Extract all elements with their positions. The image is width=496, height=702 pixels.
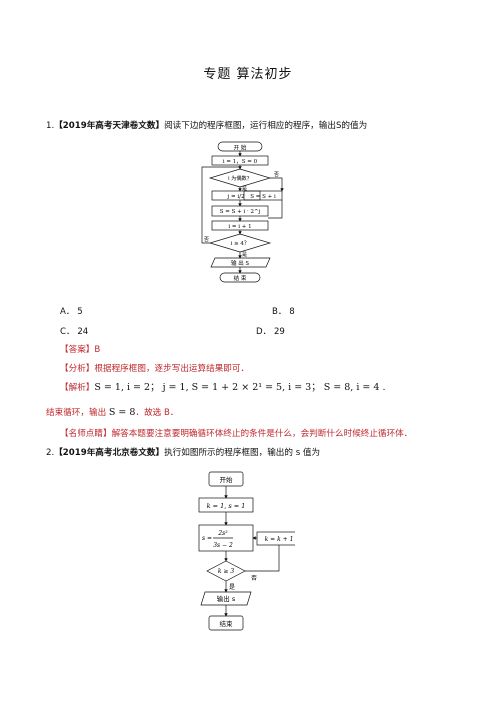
fc2-frac-den: 3s − 2 <box>213 542 233 549</box>
question-2-header: 2.【2019年高考北京卷文数】执行如图所示的程序框图，输出的 s 值为 <box>46 447 320 459</box>
question-1-header: 1.【2019年高考天津卷文数】阅读下边的程序框图，运行相应的程序，输出S的值为 <box>46 120 367 132</box>
fc1-cond1-text: i 为偶数？ <box>228 174 252 182</box>
fc2-cond-text: k ≥ 3 <box>218 568 234 575</box>
fc1-yes1-label: 是 <box>242 186 247 192</box>
fc1-cond2-text: i ≥ 4？ <box>231 240 250 247</box>
comment-text: 解答本题要注意要明确循环体终止的条件是什么，会判断什么时候终止循环体． <box>111 429 413 439</box>
solution-line: 【解析】S = 1, i = 2； j = 1, S = 1 + 2 × 2¹ … <box>60 382 385 394</box>
page-title: 专题 算法初步 <box>203 67 293 82</box>
fc1-init-text: i = 1，S = 0 <box>223 159 258 165</box>
question-2-text: 执行如图所示的程序框图，输出的 s 值为 <box>164 448 321 458</box>
fc1-output-text: 输 出 S <box>231 259 249 267</box>
fc2-output-box <box>200 591 252 606</box>
option-d: D． 29 <box>256 327 285 337</box>
option-b: B． 8 <box>272 307 295 317</box>
fc2-yes-label: 是 <box>229 584 235 591</box>
analysis-line: 【分析】根据程序框图，逐步写出运算结果即可． <box>60 363 249 375</box>
conclusion-line: 结束循环，输出 S = 8．故选 B． <box>46 407 178 419</box>
question-2-source: 【2019年高考北京卷文数】 <box>54 448 165 458</box>
fc1-yes2-label: 是 <box>242 252 247 258</box>
comment-line: 【名师点睛】解答本题要注意要明确循环体终止的条件是什么，会判断什么时候终止循环体… <box>60 428 412 440</box>
question-1-source: 【2019年高考天津卷文数】 <box>54 121 165 131</box>
fc1-start-text: 开 始 <box>234 144 247 152</box>
fc2-output-text: 输出 s <box>217 594 236 603</box>
flowchart-2: 开始 k = 1, s = 1 s = 2s² 3s − 2 k = k + 1… <box>198 471 295 631</box>
solution-tag: 【解析】 <box>60 383 95 393</box>
fc2-start-text: 开始 <box>220 475 234 484</box>
fc2-k-text: k = k + 1 <box>265 536 294 543</box>
fc1-inc-text: i = i + 1 <box>228 224 251 230</box>
analysis-text: 根据程序框图，逐步写出运算结果即可． <box>94 364 250 374</box>
fc1-s-even-text: S = S + i · 2^j <box>220 208 261 215</box>
fc2-frac-num: 2s² <box>217 530 228 537</box>
fc1-end-text: 结 束 <box>234 274 247 282</box>
fc2-s-label: s = <box>202 535 212 542</box>
conclusion-b: ．故选 B． <box>135 408 179 418</box>
answer-tag: 【答案】 <box>60 345 95 355</box>
fc2-end-text: 结束 <box>220 619 234 628</box>
fc2-no-label: 否 <box>251 575 257 582</box>
answer-line: 【答案】B <box>60 344 100 356</box>
conclusion-math: S = 8 <box>108 407 136 418</box>
analysis-tag: 【分析】 <box>60 364 95 374</box>
question-1-number: 1. <box>46 121 55 131</box>
fc1-s-odd-text: S = S + i <box>250 194 276 200</box>
answer-value: B <box>94 345 101 355</box>
fc1-output-box <box>210 257 271 268</box>
question-1-text: 阅读下边的程序框图，运行相应的程序，输出S的值为 <box>164 121 368 131</box>
question-2-number: 2. <box>46 448 55 458</box>
fc1-s-odd-box <box>243 190 283 201</box>
comment-tag: 【名师点睛】 <box>60 429 112 439</box>
fc1-no1-label: 否 <box>274 172 279 178</box>
fc1-j-box <box>211 190 261 201</box>
flowchart-1: 开 始 i = 1，S = 0 i 为偶数？ 否 是 j = i/2 S = S… <box>201 141 284 283</box>
fc1-j-text: j = i/2 <box>227 194 245 200</box>
conclusion-a: 结束循环，输出 <box>46 408 107 418</box>
fc1-no2-label: 否 <box>204 237 209 243</box>
solution-math: S = 1, i = 2； j = 1, S = 1 + 2 × 2¹ = 5,… <box>94 382 386 393</box>
option-c: C． 24 <box>60 327 89 337</box>
option-a: A． 5 <box>60 307 83 317</box>
fc2-init-text: k = 1, s = 1 <box>207 502 246 510</box>
